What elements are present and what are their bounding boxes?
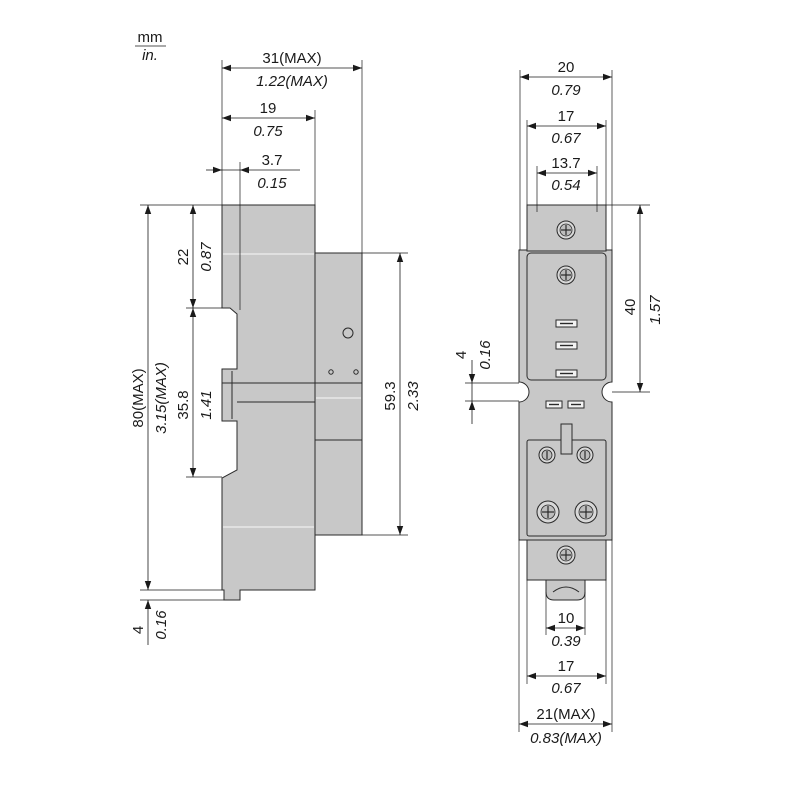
- dim-value-mm: 19: [260, 100, 277, 117]
- dim-value-mm: 21(MAX): [536, 706, 595, 723]
- dim-value-mm: 80(MAX): [130, 368, 147, 427]
- dim-value-mm: 4: [130, 626, 147, 634]
- dim-value-in: 0.16: [153, 610, 170, 640]
- pin-slot: [555, 319, 578, 328]
- terminal-icon: [538, 446, 556, 464]
- dim-value-mm: 35.8: [175, 390, 192, 419]
- dim-top-block-width: 17 0.67: [527, 108, 606, 147]
- dim-value-in: 0.15: [257, 175, 287, 192]
- bottom-clip-hook: [552, 586, 580, 593]
- dim-value-in: 0.79: [551, 82, 581, 99]
- unit-mm: mm: [138, 29, 163, 46]
- dim-value-in: 3.15(MAX): [153, 362, 170, 434]
- dim-value-in: 0.39: [551, 633, 581, 650]
- pin-slot: [545, 400, 563, 409]
- dim-clip-width: 10 0.39: [546, 610, 585, 650]
- dim-value-in: 0.75: [253, 123, 283, 140]
- dim-top-to-notch: 40 1.57: [622, 205, 664, 392]
- screw-icon: [556, 265, 576, 285]
- relay-body-side: [314, 252, 363, 536]
- dim-value-in: 0.83(MAX): [530, 730, 602, 747]
- dim-value-in: 0.67: [551, 130, 581, 147]
- dim-value-mm: 3.7: [262, 152, 283, 169]
- dim-front-overall-width: 21(MAX) 0.83(MAX): [519, 706, 612, 747]
- dim-value-in: 1.57: [647, 295, 664, 325]
- dim-value-in: 0.87: [198, 242, 215, 272]
- front-view: [518, 204, 613, 601]
- dim-value-in: 0.54: [551, 177, 580, 194]
- dim-value-in: 1.22(MAX): [256, 73, 328, 90]
- dim-value-mm: 17: [558, 108, 575, 125]
- dim-clip-depth: 3.7 0.15: [206, 152, 300, 192]
- dim-overall-width: 31(MAX) 1.22(MAX): [222, 50, 362, 90]
- pin-slot: [567, 400, 585, 409]
- dim-value-in: 0.67: [551, 680, 581, 697]
- dim-notch-height: 4 0.16: [453, 340, 494, 424]
- screw-icon: [556, 545, 576, 565]
- screw-icon: [536, 500, 560, 524]
- screw-icon: [556, 220, 576, 240]
- side-view: [221, 204, 363, 601]
- pin-slot: [555, 369, 578, 378]
- dim-bottom-block-width: 17 0.67: [527, 658, 606, 697]
- dim-value-mm: 17: [558, 658, 575, 675]
- dim-value-mm: 4: [453, 351, 470, 359]
- dim-rail-width: 35.8 1.41: [175, 308, 215, 477]
- dim-value-mm: 59.3: [382, 381, 399, 410]
- dim-value-mm: 22: [175, 249, 192, 266]
- dim-base-width: 19 0.75: [222, 100, 315, 140]
- dim-overall-height: 80(MAX) 3.15(MAX): [130, 205, 170, 590]
- dim-value-in: 0.16: [477, 340, 494, 370]
- dim-value-mm: 31(MAX): [262, 50, 321, 67]
- units-legend: mm in.: [135, 29, 166, 64]
- dim-inner-width: 13.7 0.54: [537, 155, 597, 194]
- dim-value-in: 2.33: [405, 381, 422, 412]
- dim-bottom-clip: 4 0.16: [130, 600, 170, 645]
- relay-indicator-hole: [342, 327, 354, 339]
- bottom-clip: [545, 579, 586, 601]
- dim-value-mm: 10: [558, 610, 575, 627]
- center-slot: [560, 423, 573, 455]
- dim-value-in: 1.41: [198, 390, 215, 419]
- dim-relay-height: 59.3 2.33: [382, 253, 422, 535]
- dim-value-mm: 40: [622, 299, 639, 316]
- dim-value-mm: 13.7: [551, 155, 580, 172]
- upper-panel: [526, 252, 607, 381]
- unit-inch: in.: [142, 47, 158, 64]
- relay-dot-left: [328, 369, 334, 375]
- dim-body-width: 20 0.79: [520, 59, 612, 99]
- terminal-icon: [576, 446, 594, 464]
- pin-slot: [555, 341, 578, 350]
- dim-value-mm: 20: [558, 59, 575, 76]
- dim-top-to-rail: 22 0.87: [175, 205, 215, 308]
- relay-dot-right: [353, 369, 359, 375]
- screw-icon: [574, 500, 598, 524]
